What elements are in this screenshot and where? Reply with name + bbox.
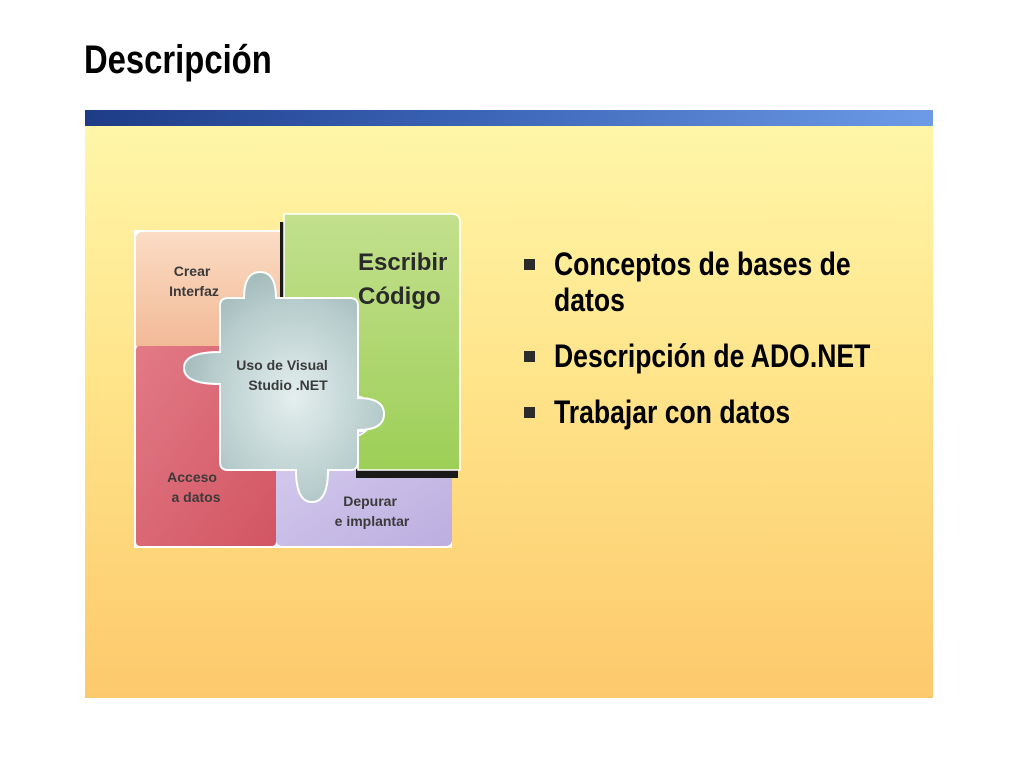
svg-text:Uso de Visual Studio .NET: Uso de Visual Studio .NET	[236, 357, 331, 393]
label-top-right-1: Escribir	[358, 249, 447, 276]
svg-text:Depurar e implantar: Depurar e implantar	[335, 493, 410, 529]
label-top-left-2: Interfaz	[169, 283, 219, 299]
slide-title: Descripción	[84, 38, 272, 82]
square-bullet-icon	[524, 259, 535, 270]
bullet-text: Trabajar con datos	[554, 394, 791, 430]
square-bullet-icon	[524, 351, 535, 362]
svg-text:Crear Interfaz: Crear Interfaz	[169, 263, 219, 299]
puzzle-diagram: Crear Interfaz Escribir Código Uso de Vi…	[134, 213, 461, 548]
label-top-right-2: Código	[358, 283, 441, 310]
label-bottom-left-1: Acceso	[167, 469, 217, 485]
label-bottom-right-2: e implantar	[335, 513, 410, 529]
label-center-1: Uso de Visual	[236, 357, 328, 373]
label-top-left-1: Crear	[174, 263, 211, 279]
square-bullet-icon	[524, 407, 535, 418]
svg-text:Escribir Código: Escribir Código	[358, 249, 454, 310]
bullet-text: Conceptos de bases de datos	[554, 246, 851, 318]
bullet-text: Descripción de ADO.NET	[554, 338, 871, 374]
title-underline-bar	[85, 110, 933, 126]
bullet-list: Conceptos de bases de datos Descripción …	[522, 246, 922, 450]
svg-text:Acceso a datos: Acceso a datos	[167, 469, 221, 505]
bullet-item: Descripción de ADO.NET	[522, 338, 922, 374]
piece-uso-visual-studio	[182, 270, 386, 504]
label-bottom-left-2: a datos	[171, 489, 220, 505]
bullet-item: Conceptos de bases de datos	[522, 246, 922, 318]
label-bottom-right-1: Depurar	[343, 493, 397, 509]
bullet-item: Trabajar con datos	[522, 394, 922, 430]
label-center-2: Studio .NET	[248, 377, 328, 393]
